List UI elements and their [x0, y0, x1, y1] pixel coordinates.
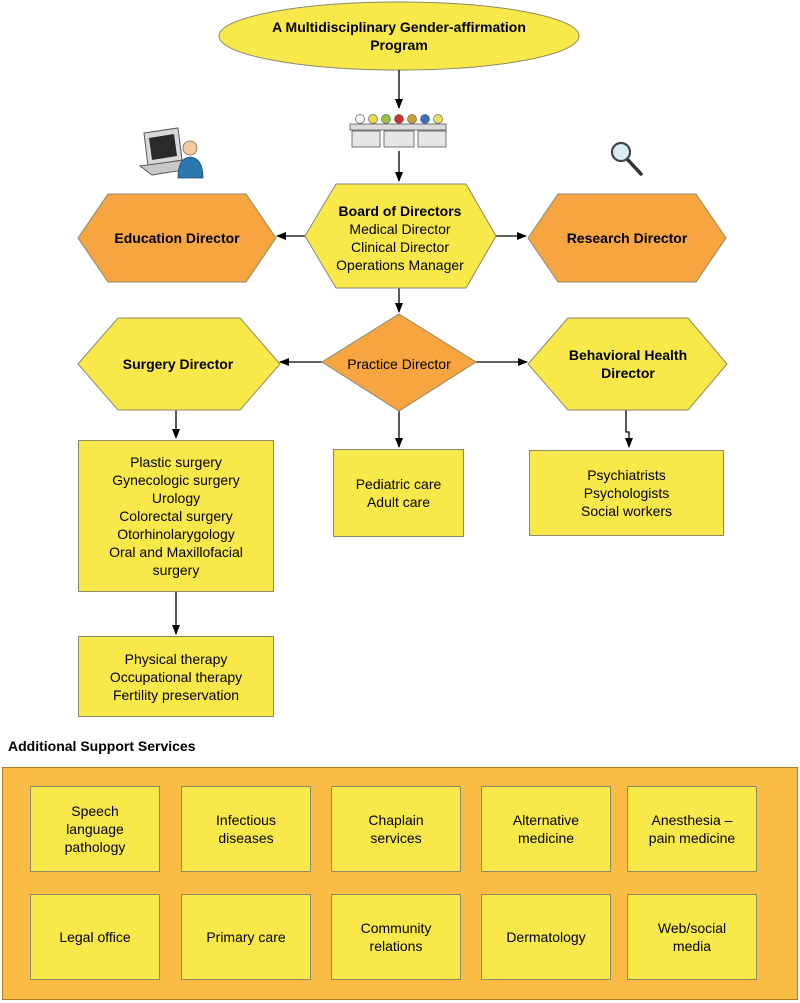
- practice-service: Adult care: [366, 494, 431, 510]
- service-line: services: [370, 830, 422, 846]
- service-line: Web/social: [657, 920, 727, 936]
- board-title: Board of Directors: [338, 203, 462, 219]
- service-primary-care: Primary care: [181, 894, 311, 980]
- program-title-line1: A Multidisciplinary Gender-affirmation: [272, 19, 526, 35]
- board-of-directors: Board of Directors Medical Director Clin…: [315, 201, 485, 275]
- service-dermatology: Dermatology: [481, 894, 611, 980]
- behavioral-health-director: Behavioral Health Director: [540, 345, 716, 383]
- program-title: A Multidisciplinary Gender-affirmation P…: [240, 14, 558, 58]
- service-infectious-diseases: Infectious diseases: [181, 786, 311, 872]
- service-line: pathology: [64, 839, 126, 855]
- committee-icon: [349, 114, 447, 148]
- research-director: Research Director: [566, 230, 688, 246]
- education-hexagon: [77, 193, 277, 283]
- service-line: Infectious: [216, 812, 276, 828]
- behavioral-line1: Behavioral Health: [568, 347, 688, 363]
- surgery-service: Urology: [151, 490, 201, 506]
- therapy-services-box: Physical therapy Occupational therapy Fe…: [78, 636, 274, 717]
- service-speech-language-pathology: Speech language pathology: [30, 786, 160, 872]
- behavioral-hexagon: [527, 317, 728, 411]
- behavioral-services-box: Psychiatrists Psychologists Social worke…: [529, 450, 724, 536]
- service-line: Alternative: [512, 812, 580, 828]
- surgery-service: Plastic surgery: [130, 454, 222, 470]
- therapy-service: Fertility preservation: [112, 686, 240, 703]
- service-legal-office: Legal office: [30, 894, 160, 980]
- practice-service: Pediatric care: [355, 476, 442, 492]
- service-anesthesia-pain-medicine: Anesthesia – pain medicine: [627, 786, 757, 872]
- practice-diamond: [321, 313, 477, 412]
- surgery-hexagon: [77, 317, 281, 411]
- service-alternative-medicine: Alternative medicine: [481, 786, 611, 872]
- therapy-service: Physical therapy: [124, 650, 228, 667]
- therapy-service: Occupational therapy: [109, 668, 243, 685]
- computer-user-icon: [138, 127, 204, 179]
- service-line: media: [672, 938, 712, 954]
- board-member: Clinical Director: [350, 239, 450, 255]
- support-title: Additional Support Services: [8, 738, 196, 754]
- service-line: Dermatology: [506, 929, 586, 945]
- service-line: pain medicine: [648, 830, 736, 846]
- service-line: relations: [369, 938, 423, 954]
- surgery-service: Gynecologic surgery: [112, 472, 240, 488]
- education-director: Education Director: [114, 230, 240, 246]
- service-line: Primary care: [206, 929, 286, 945]
- surgery-service: surgery: [152, 562, 200, 578]
- surgery-service: Otorhinolarygology: [117, 526, 235, 542]
- board-hexagon: [304, 183, 497, 289]
- practice-director: Practice Director: [347, 356, 451, 372]
- service-chaplain-services: Chaplain services: [331, 786, 461, 872]
- behavioral-line2: Director: [601, 365, 655, 381]
- service-line: Community: [360, 920, 432, 936]
- behavioral-service: Social workers: [580, 503, 673, 519]
- practice-services-box: Pediatric care Adult care: [333, 449, 464, 537]
- service-web-social-media: Web/social media: [627, 894, 757, 980]
- service-line: Chaplain: [368, 812, 424, 828]
- service-line: diseases: [218, 830, 274, 846]
- research-hexagon: [527, 193, 727, 283]
- board-member: Medical Director: [349, 221, 451, 237]
- magnifier-icon: [610, 141, 643, 176]
- service-line: Anesthesia –: [651, 812, 733, 828]
- board-member: Operations Manager: [336, 257, 464, 273]
- surgery-service: Oral and Maxillofacial: [109, 544, 243, 560]
- behavioral-service: Psychiatrists: [587, 467, 666, 483]
- program-title-line2: Program: [370, 37, 428, 53]
- behavioral-service: Psychologists: [583, 485, 670, 501]
- service-line: medicine: [517, 830, 575, 846]
- service-line: language: [66, 821, 124, 837]
- surgery-director: Surgery Director: [122, 356, 234, 372]
- service-community-relations: Community relations: [331, 894, 461, 980]
- surgery-services-box: Plastic surgery Gynecologic surgery Urol…: [78, 440, 274, 592]
- service-line: Speech: [71, 803, 119, 819]
- service-line: Legal office: [59, 929, 131, 945]
- surgery-service: Colorectal surgery: [119, 508, 233, 524]
